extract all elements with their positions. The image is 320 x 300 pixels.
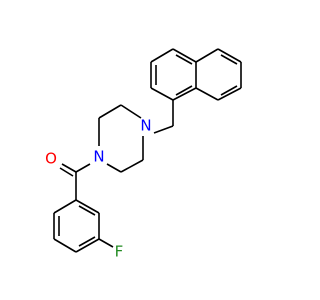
bond	[195, 48, 219, 63]
bond	[53, 199, 77, 214]
double-bond-outer	[61, 163, 77, 173]
bond	[217, 87, 242, 101]
bond	[106, 163, 122, 173]
bond	[195, 87, 219, 101]
bond	[120, 104, 142, 119]
bond	[172, 48, 197, 63]
fluorophenyl-ring	[53, 199, 100, 253]
bond	[150, 87, 174, 101]
double-bond-inner	[78, 205, 96, 216]
bond	[120, 159, 144, 173]
bond	[75, 238, 100, 253]
bond	[172, 87, 197, 101]
carbonyl-group	[59, 163, 91, 200]
chemical-structure-diagram: O N N F	[45, 48, 242, 261]
nitrogen-atom-label-top: N	[140, 117, 151, 135]
molecule-canvas: O N N F	[45, 48, 242, 261]
double-bond-inner	[175, 54, 193, 65]
double-bond-inner	[175, 85, 193, 96]
oxygen-atom-label: O	[45, 150, 57, 168]
bond	[217, 48, 242, 63]
carbon-fluorine-bond	[98, 238, 114, 248]
double-bond-inner	[78, 236, 96, 247]
bond	[150, 48, 174, 63]
double-bond-inner	[59, 167, 74, 177]
double-bond-inner	[220, 85, 238, 96]
piperazine-ring	[98, 104, 144, 173]
naphthalene-left-ring	[150, 48, 197, 101]
naphthalene-right-ring	[195, 48, 242, 101]
double-bond-inner	[220, 54, 238, 65]
nitrogen-atom-label-bottom: N	[93, 148, 104, 166]
bond	[153, 125, 174, 134]
bond	[75, 199, 100, 214]
fluorine-atom-label: F	[115, 243, 124, 261]
bond	[98, 104, 122, 119]
bond	[75, 163, 91, 173]
methylene-linker	[153, 100, 174, 134]
bond	[53, 238, 77, 253]
